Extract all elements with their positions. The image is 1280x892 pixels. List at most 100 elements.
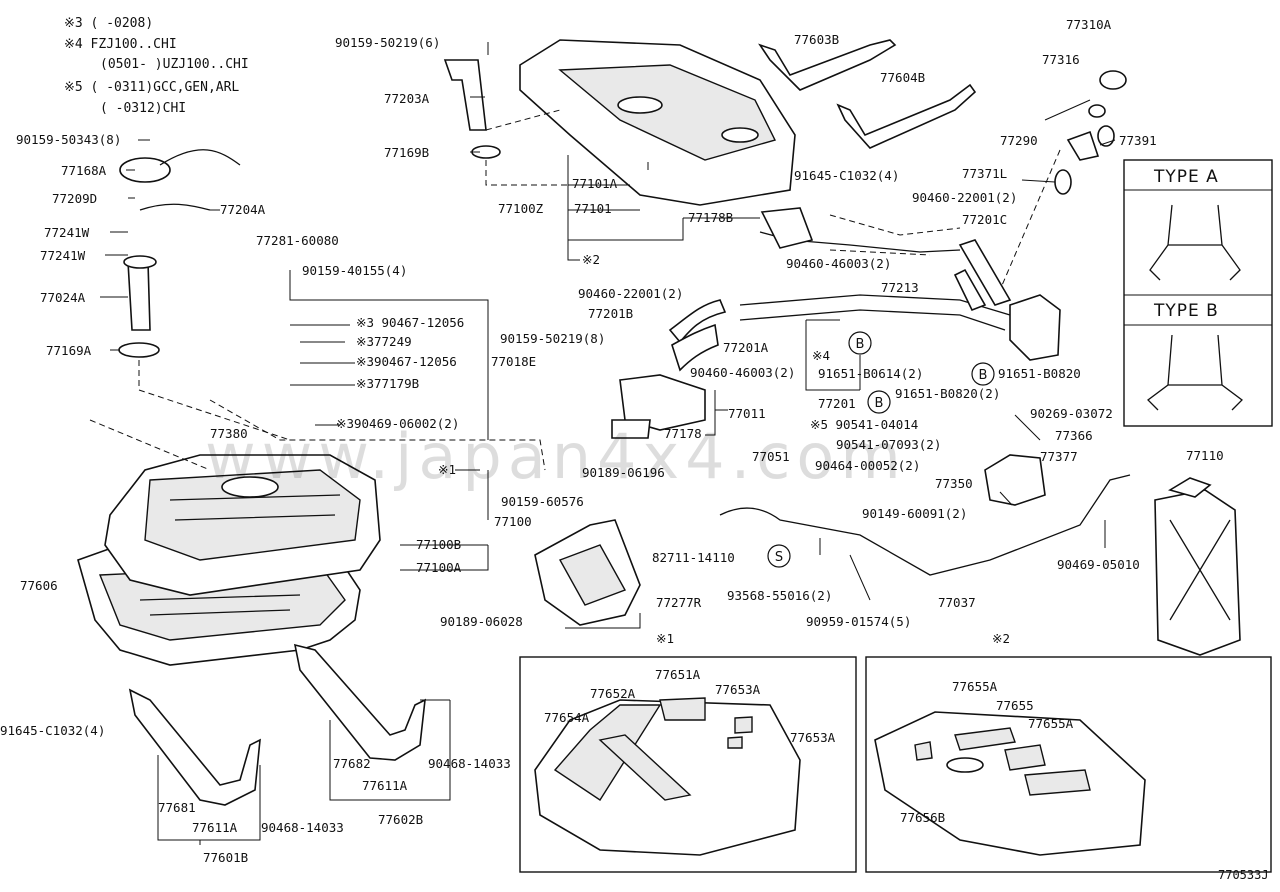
fuel-sender-left: [118, 149, 291, 441]
part-label: 77277R: [656, 595, 702, 610]
part-label: ※390467-12056: [356, 354, 457, 369]
part-label: 77169A: [46, 343, 92, 358]
part-label: 77209D: [52, 191, 97, 206]
box-1-marker: ※1: [656, 631, 674, 646]
part-label: 77178B: [688, 210, 733, 225]
part-label: 77655A: [952, 679, 998, 694]
part-label: 91645-C1032(4): [794, 168, 899, 183]
part-label: 90269-03072: [1030, 406, 1113, 421]
part-label: 77655: [996, 698, 1034, 713]
vapor-canister: [984, 454, 1046, 506]
box-2-marker: ※2: [992, 631, 1010, 646]
part-label: 77391: [1119, 133, 1157, 148]
part-label: 77603B: [794, 32, 839, 47]
part-label: 77316: [1042, 52, 1080, 67]
part-label: 77018E: [491, 354, 536, 369]
part-label: 91651-B0820(2): [895, 386, 1000, 401]
note-5: ※5 ( -0311)GCC,GEN,ARL: [64, 80, 239, 95]
part-label: 77654A: [544, 710, 590, 725]
part-label: 77653A: [715, 682, 761, 697]
marker-s: [767, 544, 791, 568]
part-label: ※377249: [356, 334, 412, 349]
part-label: 90464-00052(2): [815, 458, 920, 473]
part-label: 77604B: [880, 70, 925, 85]
part-label: 77655A: [1028, 716, 1074, 731]
part-label: 77011: [728, 406, 766, 421]
part-label: 77101: [574, 201, 612, 216]
pump-assembly-top: [443, 59, 610, 186]
part-label: 77241W: [40, 248, 86, 263]
part-label: ※4: [812, 348, 830, 363]
part-label: 90159-60576: [501, 494, 584, 509]
leader-lines: [89, 42, 1116, 845]
part-label: 82711-14110: [652, 550, 735, 565]
part-label: 77213: [881, 280, 919, 295]
strap-77604b: [836, 83, 977, 149]
fuel-lines: [611, 207, 1131, 576]
part-label: 90159-40155(4): [302, 263, 407, 278]
strap-77601b: [128, 688, 261, 806]
part-label: 90460-22001(2): [912, 190, 1017, 205]
sub-fuel-tank: [519, 39, 796, 206]
part-label: 90469-05010: [1057, 557, 1140, 572]
strap-77602b: [293, 643, 426, 761]
part-label: 77100: [494, 514, 532, 529]
part-label: 77100Z: [498, 201, 544, 216]
marker-b-2-text: B: [979, 368, 988, 383]
part-label: 77201: [818, 396, 856, 411]
marker-b-1: [848, 331, 872, 355]
part-label: 91651-B0614(2): [818, 366, 923, 381]
stone-guard: [534, 519, 641, 626]
part-label: 77682: [333, 756, 371, 771]
part-label: 90959-01574(5): [806, 614, 911, 629]
part-label: 77371L: [962, 166, 1007, 181]
upper-fuel-tank: [104, 454, 381, 596]
part-label: 90468-14033: [261, 820, 344, 835]
part-label: ※390469-06002(2): [336, 416, 459, 431]
watermark: www.japan4x4.com: [205, 420, 907, 493]
note-4b: (0501- )UZJ100..CHI: [100, 57, 249, 72]
part-label: 77681: [158, 800, 196, 815]
part-label: 77653A: [790, 730, 836, 745]
part-label: 77290: [1000, 133, 1038, 148]
marker-b-3-text: B: [875, 396, 884, 411]
part-labels: 90159-50219(6) 77203A 77169B 90159-50343…: [0, 17, 1224, 865]
part-label: 91645-C1032(4): [0, 723, 105, 738]
part-label: 90468-14033: [428, 756, 511, 771]
part-label: 77366: [1055, 428, 1093, 443]
detail-box-2: [865, 656, 1272, 873]
type-b-label: TYPE B: [1153, 301, 1219, 321]
part-label: 77606: [20, 578, 58, 593]
part-label: 77281-60080: [256, 233, 339, 248]
reference-code: 770533J: [1218, 868, 1269, 882]
part-label: 77051: [752, 449, 790, 464]
part-label: 77201A: [723, 340, 769, 355]
part-label: 77611A: [362, 778, 408, 793]
part-label: ※5 90541-04014: [810, 417, 918, 432]
part-label: 77024A: [40, 290, 86, 305]
part-label: 93568-55016(2): [727, 588, 832, 603]
part-label: ※2: [582, 252, 600, 267]
part-label: 77651A: [655, 667, 701, 682]
part-label: 90189-06196: [582, 465, 665, 480]
type-a-label: TYPE A: [1153, 167, 1219, 187]
type-panel: TYPE A TYPE B: [1123, 159, 1273, 427]
part-label: ※1: [438, 462, 456, 477]
part-label: 77037: [938, 595, 976, 610]
part-label: 90460-46003(2): [690, 365, 795, 380]
part-label: 77201C: [962, 212, 1007, 227]
part-label: 77201B: [588, 306, 633, 321]
part-label: 77169B: [384, 145, 429, 160]
jerry-can: [1154, 477, 1241, 656]
part-label: 77241W: [44, 225, 90, 240]
part-label: 77310A: [1066, 17, 1112, 32]
part-label: 90159-50343(8): [16, 132, 121, 147]
part-label: 77203A: [384, 91, 430, 106]
part-label: ※3 90467-12056: [356, 315, 464, 330]
strap-77603b: [758, 39, 897, 91]
part-label: 77656B: [900, 810, 945, 825]
part-label: 77350: [935, 476, 973, 491]
part-label: 77380: [210, 426, 248, 441]
